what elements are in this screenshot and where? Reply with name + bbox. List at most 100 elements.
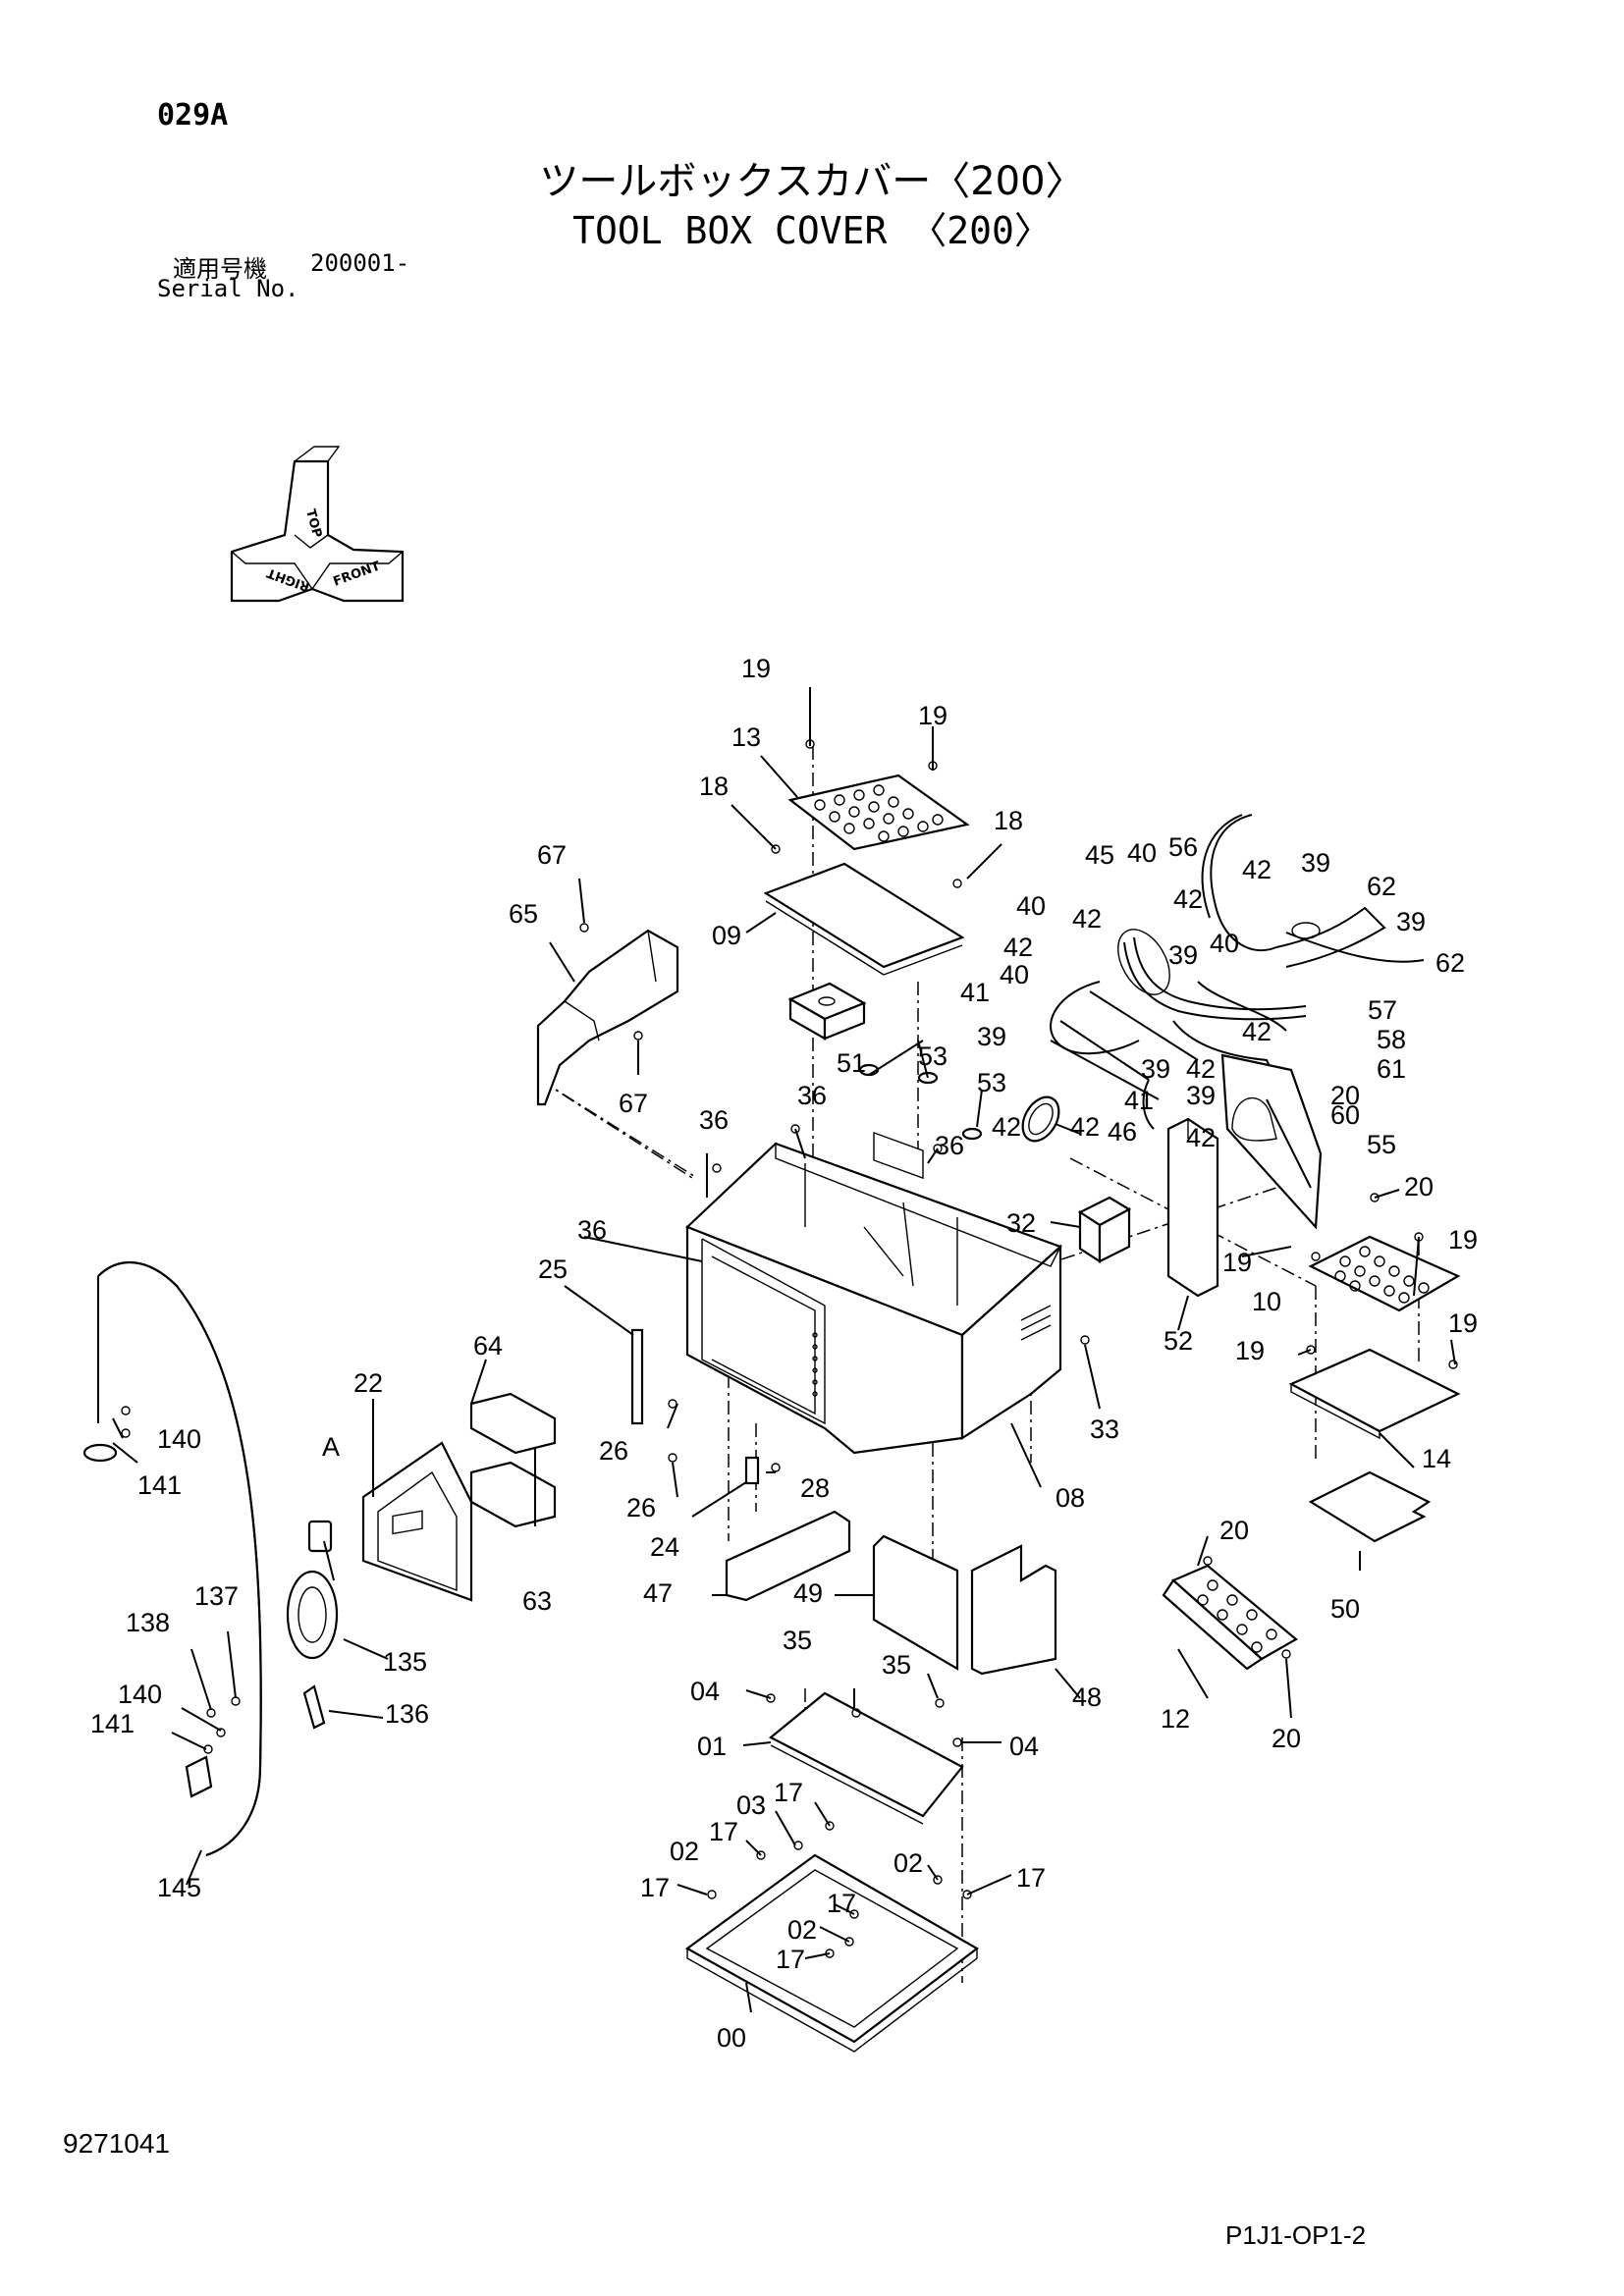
page-reference: P1J1-OP1-2	[1225, 2220, 1367, 2250]
part-01-plate	[769, 1691, 964, 1825]
label-42: 42	[1072, 904, 1102, 934]
label-25: 25	[538, 1255, 568, 1284]
label-53: 53	[918, 1041, 947, 1071]
label-36: 36	[797, 1081, 827, 1110]
part-65-side-panel	[536, 929, 679, 1106]
label-41: 41	[1124, 1086, 1154, 1115]
part-00-frame	[684, 1853, 979, 2053]
hose-assembly	[1050, 814, 1425, 1130]
label-40: 40	[1127, 838, 1157, 868]
label-42: 42	[1186, 1054, 1216, 1084]
label-02: 02	[670, 1837, 699, 1866]
orientation-indicator: TOP RIGHT FRONT	[230, 446, 405, 603]
label-141: 141	[137, 1470, 182, 1500]
label-39: 39	[1396, 907, 1426, 936]
label-33: 33	[1090, 1415, 1119, 1444]
label-53: 53	[977, 1068, 1006, 1097]
serial-value: 200001-	[310, 249, 410, 277]
label-19: 19	[1222, 1248, 1252, 1277]
label-62: 62	[1367, 872, 1396, 901]
label-42: 42	[992, 1112, 1021, 1142]
label-49: 49	[793, 1578, 823, 1608]
label-52: 52	[1164, 1326, 1193, 1356]
label-64: 64	[473, 1331, 503, 1361]
part-47-insulation	[725, 1510, 851, 1602]
label-24: 24	[650, 1532, 679, 1562]
label-42: 42	[1242, 855, 1272, 884]
label-40: 40	[1000, 960, 1029, 989]
part-48-insulation	[970, 1544, 1057, 1676]
part-22-panel	[361, 1441, 473, 1602]
label-19: 19	[1235, 1336, 1265, 1365]
label-20: 20	[1404, 1172, 1434, 1201]
label-01: 01	[697, 1732, 727, 1761]
label-12: 12	[1161, 1704, 1190, 1734]
label-19: 19	[918, 701, 947, 730]
label-22: 22	[353, 1368, 383, 1398]
title-japanese: ツールボックスカバー〈200〉	[539, 159, 1085, 204]
label-42: 42	[1003, 933, 1033, 962]
part-09-plate	[763, 862, 965, 976]
label-36: 36	[577, 1215, 607, 1245]
label-13: 13	[731, 722, 761, 752]
label-48: 48	[1072, 1682, 1102, 1712]
label-39: 39	[1141, 1054, 1170, 1084]
label-18: 18	[699, 772, 729, 801]
label-20: 20	[1272, 1724, 1301, 1753]
label-41: 41	[960, 978, 990, 1007]
label-17: 17	[640, 1873, 670, 1902]
part-136-key	[302, 1684, 326, 1730]
label-09: 09	[712, 921, 741, 950]
part-32-bracket	[1077, 1196, 1132, 1264]
label-19: 19	[741, 654, 771, 683]
label-56: 56	[1168, 832, 1198, 862]
serial-label-japanese: 適用号機	[173, 255, 267, 283]
label-17: 17	[827, 1889, 856, 1918]
part-08-tool-box	[684, 1131, 1063, 1455]
label-17: 17	[776, 1945, 805, 1974]
orientation-top: TOP	[302, 507, 324, 539]
label-40: 40	[1210, 929, 1239, 958]
label-39: 39	[1168, 940, 1198, 970]
label-58: 58	[1377, 1025, 1406, 1054]
callout-a: A	[322, 1432, 340, 1462]
part-13-perforated-plate	[787, 774, 970, 851]
label-46: 46	[1108, 1117, 1137, 1147]
part-14-plate	[1288, 1348, 1461, 1440]
part-55-cover-plate	[1220, 1053, 1323, 1230]
part-10-perforated-plate	[1308, 1235, 1461, 1312]
label-145: 145	[157, 1873, 201, 1902]
label-17: 17	[774, 1778, 803, 1807]
label-40: 40	[1016, 891, 1046, 921]
label-42: 42	[1186, 1123, 1216, 1152]
label-135: 135	[383, 1647, 427, 1677]
label-141: 141	[90, 1709, 135, 1738]
label-136: 136	[385, 1699, 429, 1729]
label-47: 47	[643, 1578, 673, 1608]
label-02: 02	[893, 1848, 923, 1878]
bolts	[121, 739, 1458, 1958]
label-50: 50	[1330, 1594, 1360, 1624]
label-140: 140	[157, 1424, 201, 1454]
label-45: 45	[1085, 840, 1114, 870]
label-42: 42	[1242, 1017, 1272, 1046]
label-62: 62	[1435, 948, 1465, 978]
part-a-handle	[307, 1520, 333, 1553]
label-00: 00	[717, 2023, 746, 2053]
part-12-step	[1162, 1564, 1298, 1671]
label-03: 03	[736, 1790, 766, 1820]
label-28: 28	[800, 1473, 830, 1503]
label-26: 26	[626, 1493, 656, 1522]
label-19: 19	[1448, 1225, 1478, 1255]
label-36: 36	[935, 1131, 964, 1160]
part-145-handrail	[82, 1260, 262, 1857]
part-labels: 19 19 13 18 18 09 51 67 65 67 45 40 56 4…	[90, 654, 1478, 2053]
label-60: 60	[1330, 1100, 1360, 1130]
part-135-lock	[286, 1570, 339, 1660]
label-39: 39	[977, 1022, 1006, 1051]
label-63: 63	[522, 1586, 552, 1616]
label-17: 17	[709, 1817, 738, 1846]
part-52-insulation	[1166, 1117, 1219, 1298]
label-140: 140	[118, 1680, 162, 1709]
